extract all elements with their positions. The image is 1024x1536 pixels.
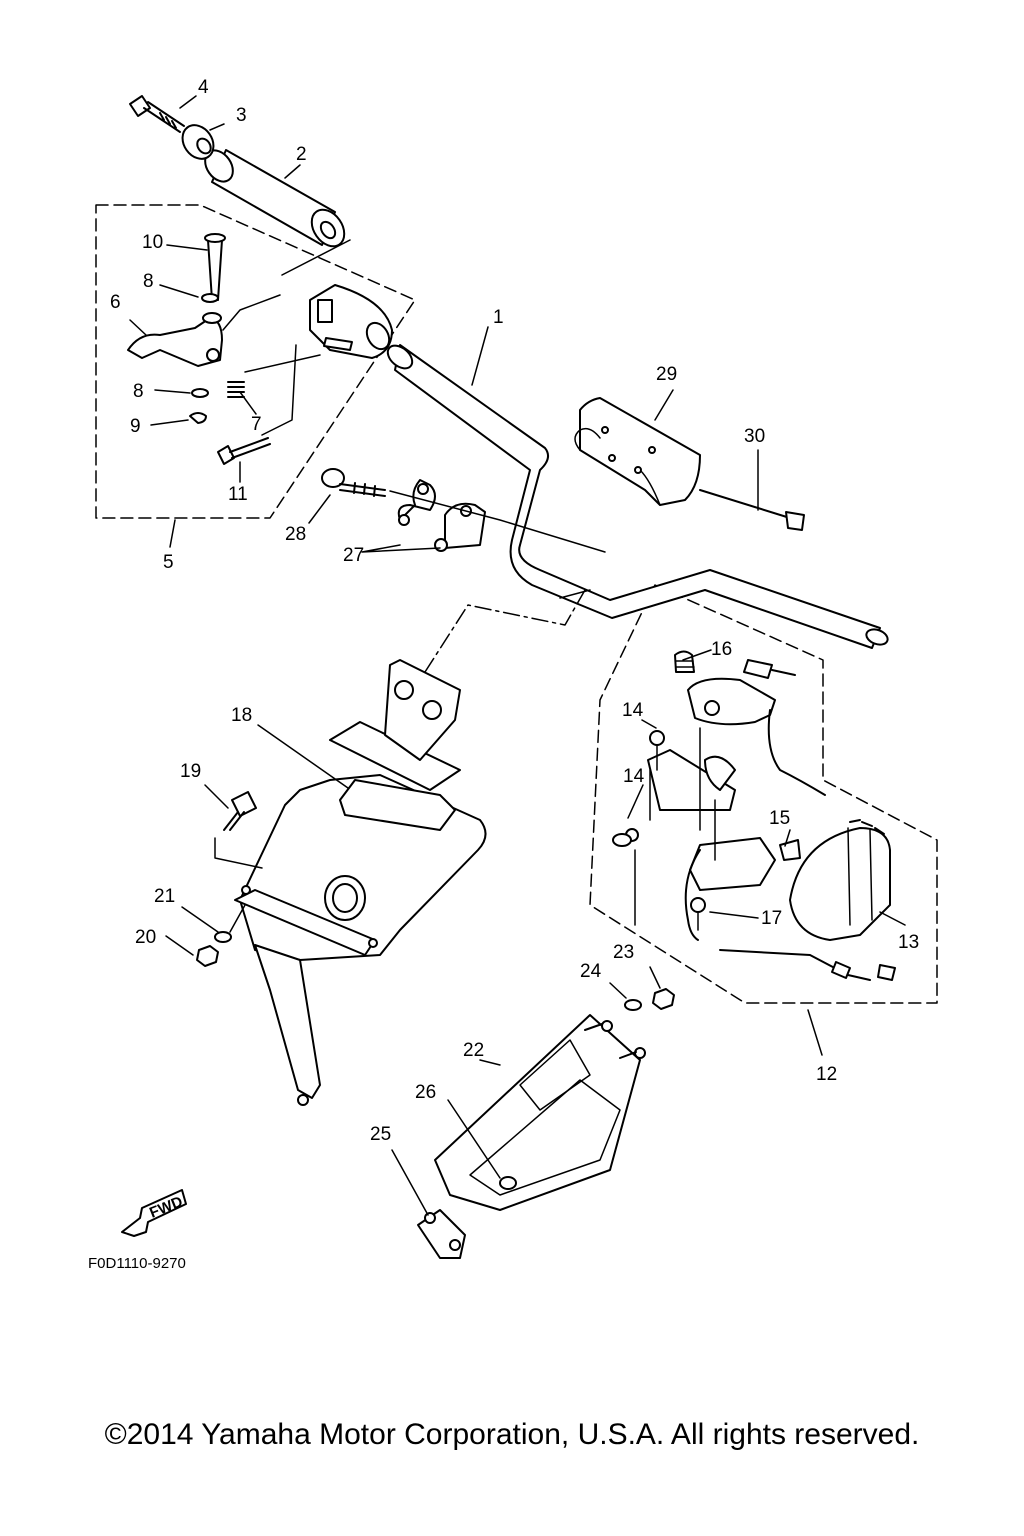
- callout-16: 16: [711, 639, 732, 660]
- callout-6: 6: [110, 292, 121, 313]
- switch-screw-upper: [649, 730, 665, 771]
- callout-23: 23: [613, 942, 634, 963]
- switch-screw-lower: [612, 828, 639, 847]
- handlebar-upper-clamp: [397, 479, 486, 552]
- callout-26: 26: [415, 1082, 436, 1103]
- throttle-housing: [309, 284, 393, 359]
- switch-bracket: [647, 749, 776, 891]
- callout-15: 15: [769, 808, 790, 829]
- copyright-notice: ©2014 Yamaha Motor Corporation, U.S.A. A…: [104, 1418, 920, 1451]
- column-nut: [196, 945, 219, 967]
- callout-28: 28: [285, 524, 306, 545]
- storage-bolt: [584, 1020, 646, 1059]
- callout-25: 25: [370, 1124, 391, 1145]
- column-fastener-leaders: [214, 837, 263, 933]
- callout-27: 27: [343, 545, 364, 566]
- fwd-arrow-icon: FWD: [121, 1189, 187, 1237]
- callout-21: 21: [154, 886, 175, 907]
- lever-circlip: [189, 412, 207, 424]
- switch-boot: [674, 650, 695, 673]
- switch-screw-17: [690, 897, 706, 931]
- callout-18: 18: [231, 705, 252, 726]
- callout-24: 24: [580, 961, 602, 982]
- switch-cap: [779, 839, 801, 861]
- callout-30: 30: [744, 426, 765, 447]
- lever-assembly-outline: [95, 204, 416, 519]
- storage-grommet: [499, 1176, 517, 1190]
- column-washer: [214, 931, 232, 943]
- callout-20: 20: [135, 927, 156, 948]
- storage-nut: [652, 988, 675, 1010]
- callout-22: 22: [463, 1040, 484, 1061]
- lever-pin: [204, 233, 226, 301]
- column-bolt: [223, 791, 257, 831]
- column-leader-lines: [424, 589, 586, 673]
- steering-column: [234, 659, 487, 1106]
- lever-washer-lower: [191, 388, 209, 398]
- callout-29: 29: [656, 364, 677, 385]
- callout-14b: 14: [623, 766, 645, 787]
- callout-17: 17: [761, 908, 782, 929]
- fwd-label: FWD: [147, 1193, 185, 1222]
- callout-2: 2: [296, 144, 307, 165]
- storage-washer: [624, 999, 642, 1011]
- lanyard-switch: [789, 819, 891, 941]
- grip-end-collar: [181, 124, 215, 160]
- switch-assembly-outline: [589, 584, 938, 1004]
- callout-5: 5: [163, 552, 174, 573]
- callout-3: 3: [236, 105, 247, 126]
- lever-bolt: [217, 437, 271, 465]
- storage-clamp: [417, 1209, 466, 1259]
- switch-leader-lines: [634, 727, 716, 926]
- callout-8b: 8: [133, 381, 144, 402]
- grip: [204, 149, 346, 248]
- storage-box: [434, 1014, 641, 1211]
- switch-wiring: [684, 709, 896, 981]
- callout-7: 7: [251, 414, 262, 435]
- switch-housing: [687, 677, 776, 726]
- grip-end-bolt: [129, 95, 185, 133]
- callout-19: 19: [180, 761, 201, 782]
- callout-10: 10: [142, 232, 163, 253]
- pad-strap: [699, 489, 805, 531]
- callout-11: 11: [228, 484, 248, 505]
- figure-code: F0D1110-9270: [88, 1255, 186, 1272]
- handlebar: [386, 344, 889, 649]
- callout-1: 1: [493, 307, 504, 328]
- handlebar-bolt: [321, 468, 386, 497]
- lever-spring: [227, 381, 245, 398]
- lever-washer-upper: [201, 293, 219, 303]
- callout-8a: 8: [143, 271, 154, 292]
- callout-4: 4: [198, 77, 209, 98]
- throttle-lever: [127, 312, 223, 367]
- handlebar-pad: [574, 397, 701, 506]
- lanyard-clip: [743, 659, 796, 679]
- callout-13: 13: [898, 932, 919, 953]
- callout-9: 9: [130, 416, 141, 437]
- callout-12: 12: [816, 1064, 837, 1085]
- callout-14a: 14: [622, 700, 644, 721]
- callout-leaders: [129, 95, 906, 1216]
- lever-leader-lines: [222, 239, 351, 436]
